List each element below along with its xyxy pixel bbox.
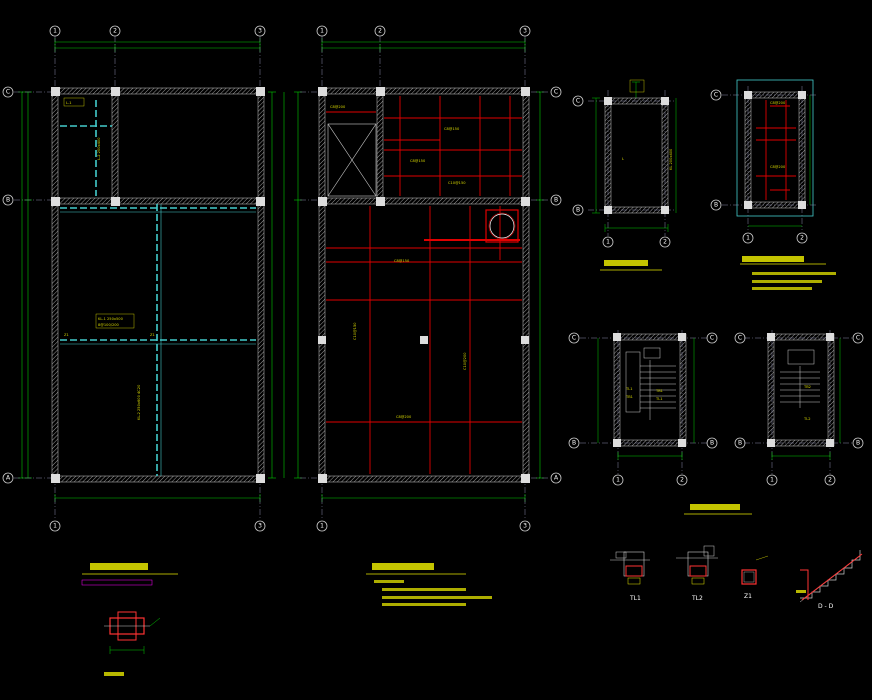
svg-text:A: A (6, 475, 11, 482)
svg-text:2: 2 (378, 28, 382, 35)
svg-text:1: 1 (616, 477, 620, 484)
plan-2-title-block (366, 563, 492, 606)
svg-text:L-2 200x400: L-2 200x400 (97, 137, 101, 160)
svg-text:C: C (576, 98, 580, 105)
svg-text:TL1: TL1 (629, 595, 641, 602)
svg-text:2: 2 (113, 28, 117, 35)
svg-text:C: C (572, 335, 576, 342)
detail-z1: Z1 (741, 555, 769, 600)
plan-2-rebar (326, 96, 522, 474)
plan-1-title-block (81, 563, 178, 586)
svg-text:TL1: TL1 (655, 397, 662, 401)
plan-2-walls (318, 87, 530, 483)
svg-text:1: 1 (606, 239, 610, 246)
stair-plan-b: TB2 TL2 C B C B 1 2 (734, 330, 864, 486)
svg-text:C10@150: C10@150 (448, 181, 466, 185)
svg-text:2: 2 (828, 477, 832, 484)
svg-text:B: B (576, 207, 580, 214)
detail-tl2: TL2 (676, 545, 718, 602)
svg-text:C8@200: C8@200 (330, 105, 346, 109)
svg-text:3: 3 (258, 28, 262, 35)
plan-1-beams (60, 100, 256, 476)
svg-text:C: C (714, 92, 718, 99)
svg-text:1: 1 (320, 523, 324, 530)
svg-text:TB1: TB1 (625, 395, 633, 399)
plan-1-annotations: L-1 L-2 200x400 KL-1 250x500 8@100/200 K… (63, 97, 155, 420)
svg-text:2: 2 (680, 477, 684, 484)
detail-tl1: TL1 (610, 551, 650, 602)
svg-text:TB1: TB1 (655, 389, 663, 393)
svg-text:1: 1 (770, 477, 774, 484)
svg-text:C8@200: C8@200 (396, 415, 412, 419)
svg-text:2: 2 (800, 235, 804, 242)
svg-text:3: 3 (258, 523, 262, 530)
plan-1-columns (51, 87, 265, 483)
svg-text:3: 3 (523, 28, 527, 35)
svg-text:B: B (6, 197, 10, 204)
svg-text:8@100/200: 8@100/200 (98, 323, 120, 327)
svg-text:C10@150: C10@150 (353, 322, 357, 340)
plan-2-circular-opening (485, 209, 519, 243)
detail-section-dd: D - D (796, 550, 863, 610)
svg-text:1: 1 (53, 28, 57, 35)
svg-text:C8@150: C8@150 (410, 159, 426, 163)
small-plan-b: C8@200 C8@200 C B 1 2 (710, 79, 836, 290)
plan-1-structural: L-1 L-2 200x400 KL-1 250x500 8@100/200 K… (2, 25, 285, 676)
svg-text:TL2: TL2 (691, 595, 703, 602)
svg-text:KL-2 250x600 4C20: KL-2 250x600 4C20 (137, 384, 141, 420)
svg-text:KL-1 250x500: KL-1 250x500 (98, 317, 124, 321)
svg-text:3: 3 (523, 523, 527, 530)
svg-text:C8@150: C8@150 (444, 127, 460, 131)
svg-text:C: C (6, 89, 10, 96)
plan-1-walls (51, 87, 265, 483)
plan-1-axis-lines (14, 36, 262, 518)
svg-text:L-1: L-1 (66, 101, 72, 105)
plan-1-axis-bubbles: 1 2 3 1 3 C B A (2, 25, 266, 532)
svg-text:1: 1 (746, 235, 750, 242)
plan-2-columns (318, 87, 530, 483)
svg-text:C10@200: C10@200 (463, 352, 467, 370)
plan-2-annotations: C8@200 C8@150 C8@150 C10@150 C8@150 C10@… (330, 105, 467, 419)
svg-text:B: B (554, 197, 558, 204)
svg-text:TL1: TL1 (625, 387, 632, 391)
small-plan-a: L KL 200x400 C B 1 2 (572, 79, 677, 271)
svg-text:B: B (738, 440, 742, 447)
svg-text:1: 1 (320, 28, 324, 35)
svg-text:TL2: TL2 (803, 417, 810, 421)
svg-text:C: C (738, 335, 742, 342)
svg-text:C: C (710, 335, 714, 342)
svg-text:C8@150: C8@150 (394, 259, 410, 263)
svg-text:TB2: TB2 (803, 385, 811, 389)
svg-text:B: B (714, 202, 718, 209)
stair-title (684, 504, 752, 515)
svg-text:A: A (554, 475, 559, 482)
plan-2-reinforcement: C8@200 C8@150 C8@150 C10@150 C8@150 C10@… (294, 25, 562, 606)
svg-text:1: 1 (53, 523, 57, 530)
svg-text:Z1: Z1 (64, 333, 69, 337)
svg-text:C: C (554, 89, 558, 96)
svg-text:B: B (856, 440, 860, 447)
svg-text:2: 2 (663, 239, 667, 246)
svg-text:B: B (710, 440, 714, 447)
plan-1-section-detail (104, 611, 161, 676)
svg-text:KL 200x400: KL 200x400 (669, 148, 673, 170)
stair-plan-a: TL1 TB1 TB1 TL1 C B C B 1 2 (568, 330, 718, 486)
svg-text:B: B (572, 440, 576, 447)
svg-text:C: C (856, 335, 860, 342)
svg-text:L: L (622, 157, 624, 161)
svg-text:Z1: Z1 (150, 333, 155, 337)
plan-2-axis-bubbles: 1 2 3 1 3 C B A (316, 25, 562, 532)
plan-2-opening-cross (327, 123, 377, 197)
svg-text:C8@200: C8@200 (770, 101, 786, 105)
svg-text:Z1: Z1 (744, 593, 752, 600)
svg-text:C8@200: C8@200 (770, 165, 786, 169)
svg-text:D - D: D - D (818, 603, 834, 610)
